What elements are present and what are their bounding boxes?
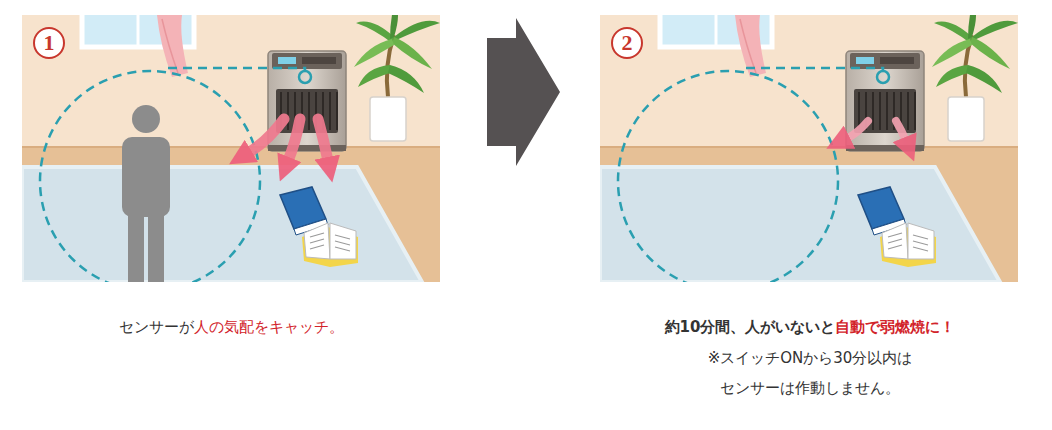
caption-line: センサーが人の気配をキャッチ。 (119, 318, 344, 337)
highlight-text: 人の気配をキャッチ。 (194, 318, 344, 336)
person-silhouette (122, 105, 170, 282)
step-number: 2 (611, 27, 643, 59)
weak-air-arrows (846, 121, 906, 141)
highlight-text: 自動で弱燃焼に！ (835, 318, 955, 336)
callout-number: 1 (44, 32, 55, 54)
step-arrow (487, 18, 560, 166)
caption-line: 約10分間、人がいないと自動で弱燃焼に！ (665, 318, 956, 337)
step-number: 1 (33, 27, 65, 59)
caption-text: センサーが (119, 318, 194, 336)
caption-line: センサーは作動しません。 (720, 379, 900, 398)
caption-line: ※スイッチONから30分以内は (708, 349, 913, 368)
caption-text: センサーは作動しません。 (720, 379, 900, 397)
warm-air-arrows (248, 119, 328, 161)
callout-number: 2 (622, 32, 633, 54)
caption-text: ※スイッチONから30分以内は (708, 349, 913, 367)
caption-text: 約10分間、人がいないと (665, 318, 836, 336)
